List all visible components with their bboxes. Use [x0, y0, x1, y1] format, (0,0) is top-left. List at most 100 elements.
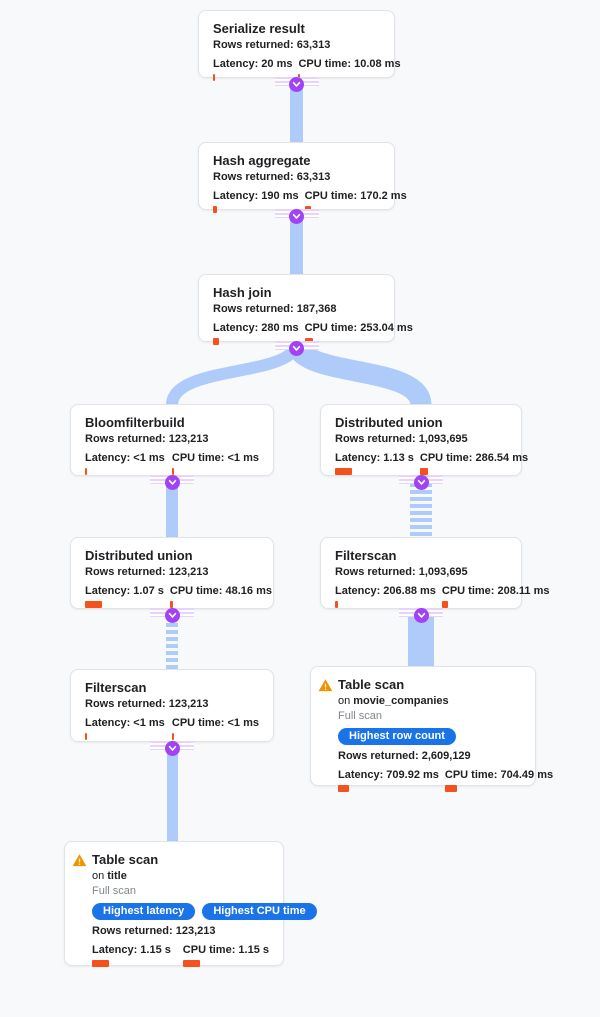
stats-row: Latency: 206.88 ms CPU time: 208.11 ms [335, 585, 550, 608]
stats-row: Latency: 709.92 ms CPU time: 704.49 ms [338, 769, 553, 792]
edge-striped [166, 609, 178, 669]
cpu-time-stat: CPU time: 1.15 s [182, 944, 269, 967]
collapse-node[interactable] [164, 608, 180, 623]
rows-returned: Rows returned: 123,213 [85, 433, 209, 445]
latency-bar [85, 468, 87, 475]
warning-icon [72, 853, 87, 868]
edge-solid [166, 476, 178, 537]
latency-bar [335, 468, 352, 475]
latency-stat: Latency: 1.13 s [335, 452, 414, 475]
node-title: Filterscan [335, 548, 397, 563]
latency-label: Latency: <1 ms [85, 452, 165, 464]
latency-stat: Latency: 709.92 ms [338, 769, 439, 792]
scan-target-table: movie_companies [353, 695, 449, 707]
cpu-time-bar [171, 733, 174, 740]
cpu-time-label: CPU time: 10.08 ms [298, 58, 401, 70]
latency-bar [213, 206, 217, 213]
cpu-time-label: CPU time: <1 ms [171, 452, 259, 464]
rows-returned: Rows returned: 2,609,129 [338, 750, 471, 762]
node-title: Distributed union [335, 415, 443, 430]
latency-bar [92, 960, 109, 967]
chevron-down-icon [168, 479, 176, 485]
latency-stat: Latency: 206.88 ms [335, 585, 436, 608]
latency-stat: Latency: 280 ms [213, 322, 299, 345]
collapse-node[interactable] [164, 475, 180, 490]
chevron-down-icon [168, 612, 176, 618]
stats-row: Latency: 1.13 s CPU time: 286.54 ms [335, 452, 528, 475]
cpu-time-stat: CPU time: 253.04 ms [304, 322, 413, 345]
chevron-down-icon [292, 345, 301, 351]
chevron-down-icon [292, 213, 301, 219]
latency-stat: Latency: <1 ms [85, 717, 166, 740]
node-title: Table scan [92, 852, 159, 867]
latency-bar [213, 74, 215, 81]
latency-bar [85, 601, 102, 608]
scan-type-label: Full scan [92, 885, 137, 897]
cpu-time-label: CPU time: <1 ms [171, 717, 259, 729]
cpu-time-label: CPU time: 704.49 ms [444, 769, 554, 781]
collapse-node[interactable] [164, 741, 180, 756]
stats-row: Latency: 1.07 s CPU time: 48.16 ms [85, 585, 272, 608]
cpu-time-bar [182, 960, 200, 967]
latency-label: Latency: 1.15 s [92, 944, 171, 956]
rows-returned: Rows returned: 63,313 [213, 39, 331, 51]
highlight-badge: Highest row count [338, 728, 456, 745]
warning-icon [318, 678, 333, 693]
cpu-time-stat: CPU time: 48.16 ms [169, 585, 272, 608]
latency-stat: Latency: 20 ms [213, 58, 292, 81]
cpu-time-bar [419, 468, 428, 475]
edge-solid [290, 78, 303, 142]
latency-label: Latency: 206.88 ms [335, 585, 436, 597]
rows-returned: Rows returned: 123,213 [85, 566, 209, 578]
cpu-time-stat: CPU time: 170.2 ms [304, 190, 407, 213]
scan-target-prefix: on [92, 870, 105, 882]
latency-label: Latency: 190 ms [213, 190, 299, 202]
cpu-time-bar [171, 468, 174, 475]
cpu-time-label: CPU time: 170.2 ms [304, 190, 407, 202]
latency-bar [85, 733, 87, 740]
cpu-time-stat: CPU time: <1 ms [171, 452, 259, 475]
collapse-node[interactable] [413, 475, 429, 490]
node-title: Hash aggregate [213, 153, 311, 168]
latency-label: Latency: 280 ms [213, 322, 299, 334]
latency-label: Latency: <1 ms [85, 717, 165, 729]
latency-stat: Latency: 1.07 s [85, 585, 164, 608]
cpu-time-label: CPU time: 208.11 ms [441, 585, 550, 597]
stats-row: Latency: <1 ms CPU time: <1 ms [85, 717, 259, 740]
cpu-time-label: CPU time: 286.54 ms [419, 452, 529, 464]
scan-target-prefix: on [338, 695, 351, 707]
latency-stat: Latency: 190 ms [213, 190, 299, 213]
collapse-node[interactable] [289, 209, 304, 224]
node-title: Distributed union [85, 548, 193, 563]
latency-bar [335, 601, 338, 608]
cpu-time-bar [444, 785, 457, 792]
scan-target-table: title [107, 870, 127, 882]
collapse-node[interactable] [289, 341, 304, 356]
cpu-time-label: CPU time: 253.04 ms [304, 322, 413, 334]
cpu-time-label: CPU time: 48.16 ms [169, 585, 272, 597]
rows-returned: Rows returned: 63,313 [213, 171, 331, 183]
badge-row: Highest row count [338, 728, 521, 745]
stats-row: Latency: <1 ms CPU time: <1 ms [85, 452, 259, 475]
cpu-time-stat: CPU time: 286.54 ms [419, 452, 529, 475]
rows-returned: Rows returned: 123,213 [85, 698, 209, 710]
cpu-time-stat: CPU time: <1 ms [171, 717, 259, 740]
collapse-node[interactable] [413, 608, 429, 623]
highlight-badge: Highest CPU time [202, 903, 317, 920]
chevron-down-icon [168, 745, 176, 751]
collapse-node[interactable] [289, 77, 304, 92]
chevron-down-icon [417, 612, 425, 618]
